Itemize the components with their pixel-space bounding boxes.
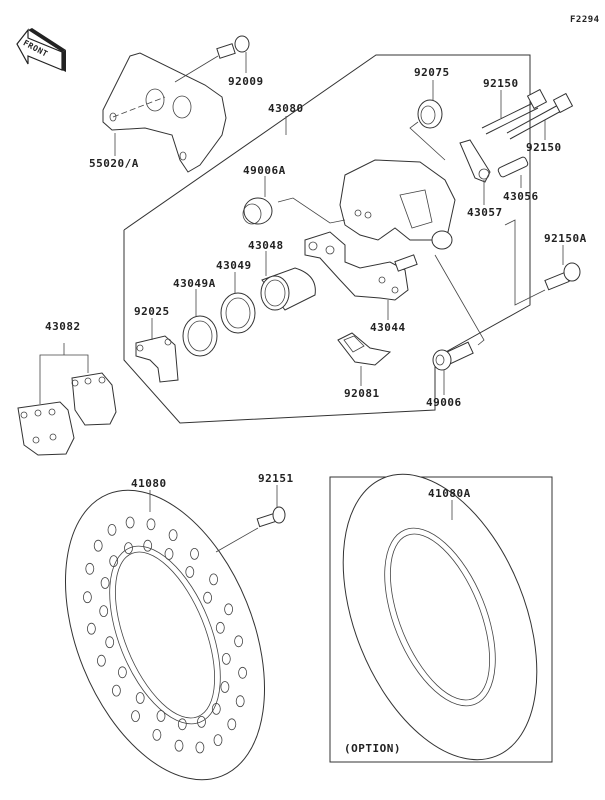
part-label-43044[interactable]: 43044 <box>370 321 406 334</box>
part-label-43049a[interactable]: 43049A <box>173 277 216 290</box>
disc-hole <box>238 666 248 679</box>
cap-43057 <box>459 139 491 183</box>
part-label-41080[interactable]: 41080 <box>131 477 167 490</box>
brake-disc-41080a <box>342 473 538 761</box>
disc-hole <box>146 518 156 531</box>
disc-hole <box>227 718 237 731</box>
disc-hole <box>168 529 178 541</box>
part-label-43048[interactable]: 43048 <box>248 239 284 252</box>
disc-hole <box>107 524 117 536</box>
part-label-49006[interactable]: 49006 <box>426 396 462 409</box>
disc-hole <box>109 555 119 567</box>
option-box <box>329 476 553 763</box>
bushing-49006 <box>432 254 485 371</box>
disc-hole <box>220 681 230 693</box>
seal-43049 <box>220 292 256 334</box>
disc-hole <box>156 710 166 722</box>
part-label-43057[interactable]: 43057 <box>467 206 503 219</box>
piston-43048 <box>260 267 316 311</box>
disc-hole <box>235 695 245 708</box>
disc-hole <box>209 573 219 586</box>
part-label-92150a[interactable]: 92150A <box>544 232 587 245</box>
disc-hole <box>152 729 162 741</box>
part-label-43049[interactable]: 43049 <box>216 259 252 272</box>
disc-hole <box>83 591 92 604</box>
disc-hole <box>164 548 174 560</box>
disc-hole <box>112 684 121 697</box>
part-label-92025[interactable]: 92025 <box>134 305 170 318</box>
spring-92025 <box>135 335 179 383</box>
disc-hole <box>105 636 115 649</box>
disc-hole <box>100 577 110 589</box>
caliper-body <box>339 159 456 250</box>
pin-92150a <box>504 219 581 306</box>
part-label-49006a[interactable]: 49006A <box>243 164 286 177</box>
disc-hole <box>93 539 103 552</box>
disc-hole <box>211 703 221 715</box>
part-label-92009[interactable]: 92009 <box>228 75 264 88</box>
part-label-92081[interactable]: 92081 <box>344 387 380 400</box>
disc-hole <box>234 635 244 648</box>
leader-lines <box>114 52 564 520</box>
part-label-41080a[interactable]: 41080A <box>428 487 471 500</box>
brake-pads-43082 <box>17 343 117 456</box>
part-label-92151[interactable]: 92151 <box>258 472 294 485</box>
disc-hole <box>174 739 184 752</box>
boot-49006a <box>242 197 346 225</box>
part-label-43056[interactable]: 43056 <box>503 190 539 203</box>
disc-hole <box>97 654 106 667</box>
disc-hole <box>195 741 205 754</box>
part-label-43080[interactable]: 43080 <box>268 102 304 115</box>
part-label-92075[interactable]: 92075 <box>414 66 450 79</box>
disc-hole <box>124 542 133 554</box>
bolt-92009 <box>174 35 250 83</box>
pin-92150-lower <box>506 92 574 140</box>
figure-id: F2294 <box>570 15 600 25</box>
disc-hole <box>131 710 140 722</box>
disc-hole <box>99 605 109 617</box>
bolt-92151 <box>256 506 286 528</box>
disc-hole <box>224 603 234 616</box>
spring-92081 <box>337 332 392 366</box>
disc-hole <box>190 548 199 560</box>
disc-hole <box>197 716 206 728</box>
part-label-92150-upper[interactable]: 92150 <box>483 77 519 90</box>
pin-92150-upper <box>481 88 548 135</box>
disc-hole <box>87 622 96 635</box>
part-label-55020-a[interactable]: 55020/A <box>89 157 139 170</box>
disc-hole <box>203 591 213 604</box>
disc-hole <box>118 666 127 679</box>
front-arrow-icon <box>16 28 66 72</box>
disc-hole <box>177 718 187 731</box>
brake-disc-41080 <box>65 489 265 781</box>
disc-hole <box>221 653 231 665</box>
boot-92075 <box>409 99 446 161</box>
disc-hole <box>125 516 135 529</box>
disc-hole <box>143 539 153 552</box>
disc-hole <box>215 621 225 634</box>
bracket-55020-a <box>102 52 227 173</box>
seal-43049a <box>182 315 218 357</box>
disc-hole <box>185 566 195 578</box>
disc-hole <box>85 562 95 575</box>
disc-hole <box>213 734 223 746</box>
option-label: (OPTION) <box>344 742 401 755</box>
holder-43044 <box>304 231 418 301</box>
bleed-valve-43056 <box>497 156 529 178</box>
disc-hole <box>135 692 145 704</box>
part-label-92150-lower[interactable]: 92150 <box>526 141 562 154</box>
part-label-43082[interactable]: 43082 <box>45 320 81 333</box>
